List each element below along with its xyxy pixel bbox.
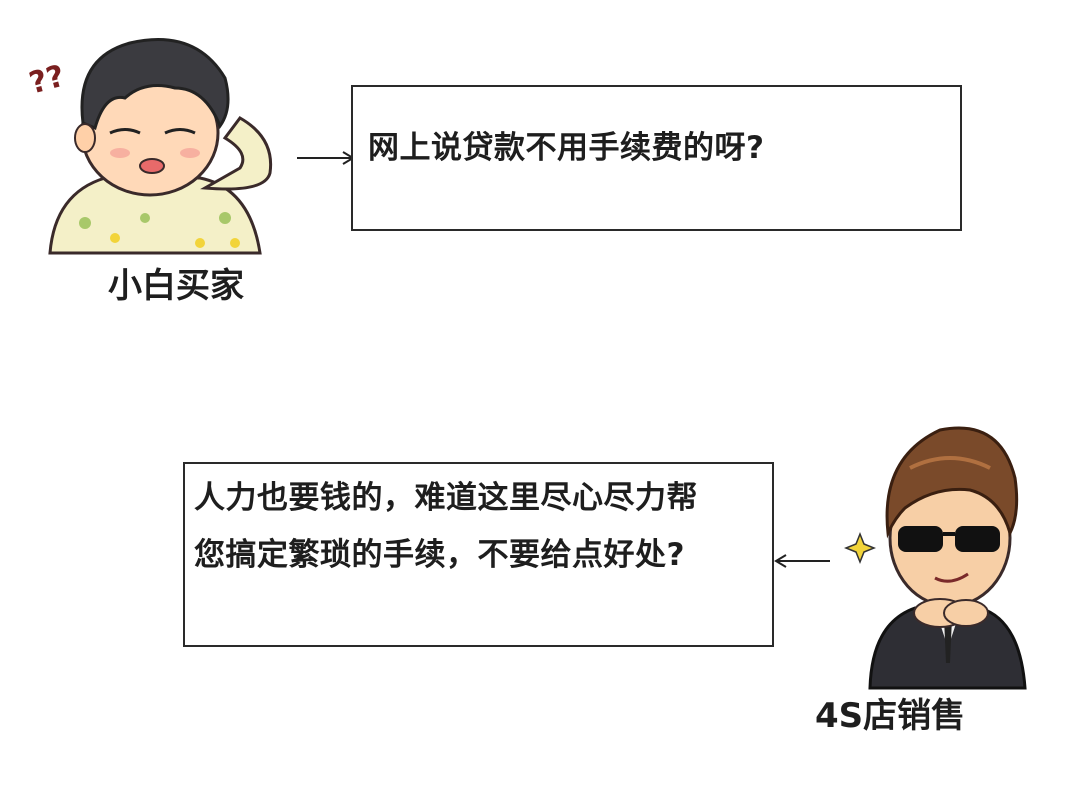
question-marks-icon: ?? bbox=[26, 59, 69, 102]
buyer-speech-box bbox=[351, 85, 962, 231]
arrow-right-icon bbox=[297, 151, 355, 165]
seller-speech-line-2: 您搞定繁琐的手续，不要给点好处? bbox=[194, 537, 685, 573]
buyer-avatar: ?? bbox=[26, 38, 273, 255]
arrow-left-icon bbox=[774, 554, 830, 568]
sparkle-icon bbox=[843, 531, 877, 565]
buyer-speech-text: 网上说贷款不用手续费的呀? bbox=[368, 130, 765, 166]
seller-speech-line-1: 人力也要钱的，难道这里尽心尽力帮 bbox=[194, 480, 698, 516]
buyer-name: 小白买家 bbox=[108, 266, 244, 306]
seller-avatar bbox=[843, 426, 1027, 690]
seller-speech-box bbox=[183, 462, 774, 647]
seller-name: 4S店销售 bbox=[815, 696, 966, 736]
